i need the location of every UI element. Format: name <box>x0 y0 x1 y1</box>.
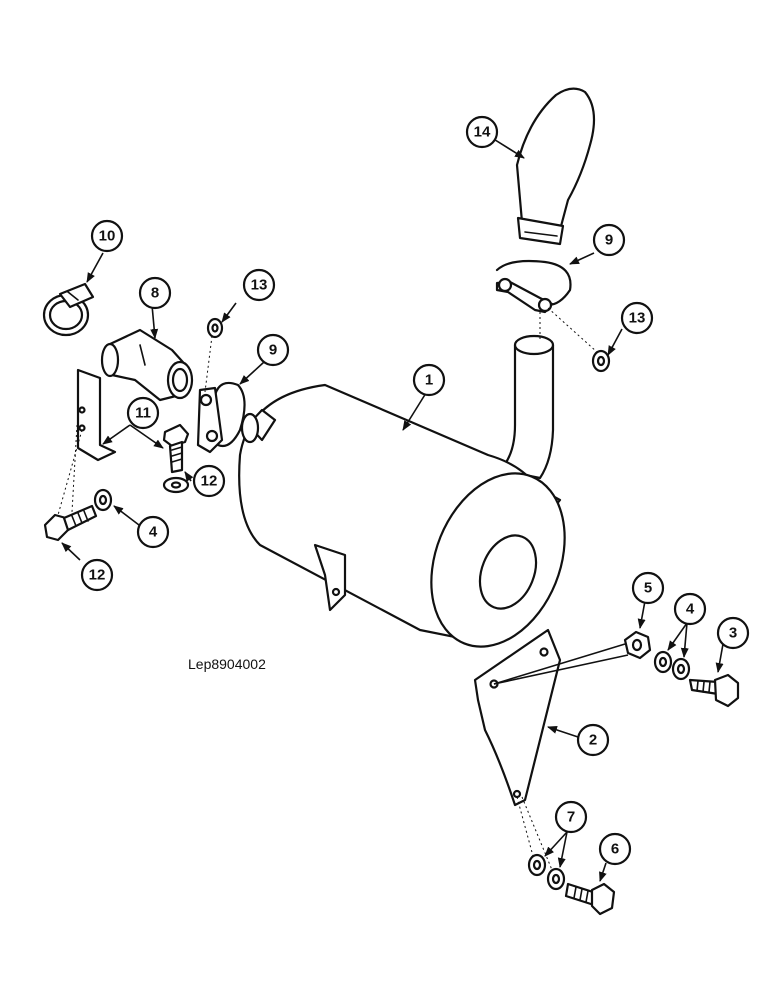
svg-text:7: 7 <box>567 809 575 826</box>
callout-6: 6 <box>598 832 632 866</box>
svg-text:12: 12 <box>89 567 106 584</box>
callout-13-left: 13 <box>242 268 276 302</box>
drawing-reference: Lep8904002 <box>188 656 266 672</box>
callout-13-right: 13 <box>620 301 654 335</box>
washer-center <box>162 476 190 494</box>
svg-text:13: 13 <box>251 277 268 294</box>
bolt-lower-left <box>43 504 98 542</box>
callout-7: 7 <box>554 800 588 834</box>
washer-right <box>591 349 611 373</box>
callout-4-left: 4 <box>136 515 170 549</box>
svg-text:10: 10 <box>99 228 116 245</box>
bolt-lower <box>564 882 616 916</box>
svg-text:4: 4 <box>686 601 695 618</box>
svg-text:4: 4 <box>149 524 158 541</box>
callout-leaders <box>61 137 724 882</box>
callout-12-center: 12 <box>192 464 226 498</box>
callout-12-lower: 12 <box>80 558 114 592</box>
callout-9-right: 9 <box>592 223 626 257</box>
u-bolt-clamp-left <box>196 381 246 454</box>
svg-text:2: 2 <box>589 732 597 749</box>
bolt-right <box>688 673 740 708</box>
svg-text:9: 9 <box>605 232 613 249</box>
hose-clamp <box>42 282 95 337</box>
svg-text:5: 5 <box>644 580 652 597</box>
mounting-bracket-right <box>473 628 562 807</box>
nut <box>623 630 652 660</box>
exhaust-elbow-pipe <box>515 87 596 246</box>
washer-pair-lower <box>527 853 566 891</box>
callout-2: 2 <box>576 723 610 757</box>
svg-text:8: 8 <box>151 285 159 302</box>
washer-left-top <box>206 317 224 339</box>
callout-10: 10 <box>90 219 124 253</box>
svg-text:13: 13 <box>629 310 646 327</box>
callout-9-left: 9 <box>256 333 290 367</box>
muffler <box>238 334 566 648</box>
callout-11: 11 <box>126 396 160 430</box>
washer-lower-left <box>93 488 113 512</box>
svg-text:1: 1 <box>425 372 433 389</box>
callout-4-right: 4 <box>673 592 707 626</box>
svg-text:11: 11 <box>135 405 151 422</box>
washer-pair-right <box>653 650 691 681</box>
svg-text:6: 6 <box>611 841 619 858</box>
callout-14: 14 <box>465 115 499 149</box>
svg-text:3: 3 <box>729 625 737 642</box>
elbow-connector <box>100 328 194 402</box>
svg-text:12: 12 <box>201 473 218 490</box>
assembly-lines <box>57 307 629 871</box>
callout-3: 3 <box>716 616 750 650</box>
callout-1: 1 <box>412 363 446 397</box>
svg-text:14: 14 <box>474 124 491 141</box>
u-bolt-clamp-right <box>495 259 572 314</box>
svg-text:9: 9 <box>269 342 277 359</box>
callout-8: 8 <box>138 276 172 310</box>
bracket-left <box>76 368 117 462</box>
bolt-center <box>162 423 190 474</box>
callout-5: 5 <box>631 571 665 605</box>
